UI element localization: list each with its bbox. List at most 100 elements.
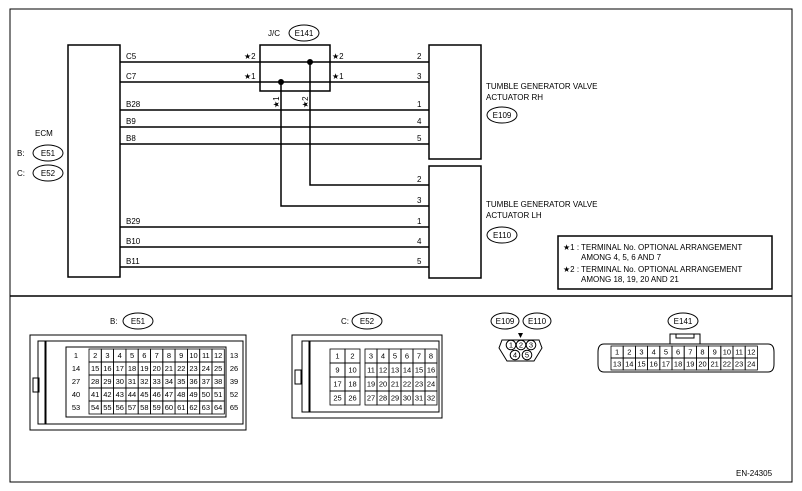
pin-e52-12: 12 bbox=[379, 366, 387, 375]
ecm-box bbox=[67, 44, 121, 278]
wire-rh-to-lh-2 bbox=[309, 62, 429, 186]
actuator-lh-conn-oval bbox=[486, 226, 518, 244]
pin-e141-11: 11 bbox=[735, 348, 743, 357]
splice-dot-2 bbox=[278, 79, 284, 85]
pin-e52-30: 30 bbox=[403, 394, 411, 403]
pin-e51-64: 64 bbox=[214, 403, 222, 412]
star-vert-1: ★1 bbox=[272, 96, 281, 108]
pin-e52-22: 22 bbox=[403, 380, 411, 389]
pin-e52-8: 8 bbox=[429, 352, 433, 361]
pin-e51-61: 61 bbox=[177, 403, 185, 412]
note-1-line1: TERMINAL No. OPTIONAL ARRANGEMENT bbox=[581, 243, 742, 252]
pin-e51-8: 8 bbox=[167, 351, 171, 360]
note-2-line1: TERMINAL No. OPTIONAL ARRANGEMENT bbox=[581, 265, 742, 274]
pin-e51-52: 52 bbox=[230, 390, 238, 399]
pin-e141-6: 6 bbox=[676, 348, 680, 357]
wires bbox=[120, 61, 429, 268]
pin-e51-19: 19 bbox=[140, 364, 148, 373]
pin-e51-7: 7 bbox=[155, 351, 159, 360]
pin-e51-45: 45 bbox=[140, 390, 148, 399]
conn-c-prefix: C: bbox=[341, 317, 349, 326]
pin-e52-2: 2 bbox=[350, 352, 354, 361]
ecm-conn-b-oval bbox=[32, 144, 64, 162]
pin-e51-57: 57 bbox=[128, 403, 136, 412]
lh-pin-5: 5 bbox=[417, 257, 422, 266]
pin-e141-8: 8 bbox=[700, 348, 704, 357]
conn-small-key bbox=[518, 333, 523, 338]
conn-c-oval bbox=[351, 312, 383, 330]
pin-e52-21: 21 bbox=[391, 380, 399, 389]
pin-e141-14: 14 bbox=[625, 360, 633, 369]
conn-small-id-1: E109 bbox=[496, 317, 515, 326]
pin-e52-10: 10 bbox=[348, 366, 356, 375]
pin-e51-13: 13 bbox=[230, 351, 238, 360]
pin-e51-48: 48 bbox=[177, 390, 185, 399]
pin-e51-4: 4 bbox=[118, 351, 122, 360]
conn-c-id: E52 bbox=[360, 317, 375, 326]
connector-e51 bbox=[29, 334, 247, 431]
pin-e141-1: 1 bbox=[615, 348, 619, 357]
star-left-c5: ★2 bbox=[244, 52, 256, 61]
pin-e51-49: 49 bbox=[189, 390, 197, 399]
conn-b-prefix: B: bbox=[110, 317, 118, 326]
conn-e141-oval bbox=[667, 312, 699, 330]
actuator-lh-line1: TUMBLE GENERATOR VALVE bbox=[486, 200, 597, 209]
wire-label-b11: B11 bbox=[126, 257, 140, 266]
rh-pin-2: 2 bbox=[417, 52, 422, 61]
connector-e52 bbox=[291, 334, 443, 419]
pin-e51-39: 39 bbox=[230, 377, 238, 386]
pin-e51-54: 54 bbox=[91, 403, 99, 412]
conn-e141-id: E141 bbox=[674, 317, 693, 326]
wire-label-b29: B29 bbox=[126, 217, 141, 226]
pin-e51-44: 44 bbox=[128, 390, 136, 399]
pin-small-4: 4 bbox=[513, 351, 517, 360]
pin-e52-28: 28 bbox=[379, 394, 387, 403]
pin-e51-55: 55 bbox=[103, 403, 111, 412]
pin-e52-26: 26 bbox=[348, 394, 356, 403]
pin-e52-17: 17 bbox=[333, 380, 341, 389]
pin-e51-26: 26 bbox=[230, 364, 238, 373]
pin-e52-29: 29 bbox=[391, 394, 399, 403]
note-2-line2: AMONG 18, 19, 20 AND 21 bbox=[581, 275, 679, 284]
pin-small-1: 1 bbox=[509, 341, 513, 350]
pin-e52-11: 11 bbox=[367, 366, 375, 375]
pin-e51-59: 59 bbox=[152, 403, 160, 412]
pin-e51-18: 18 bbox=[128, 364, 136, 373]
pin-e51-46: 46 bbox=[152, 390, 160, 399]
pin-e51-51: 51 bbox=[214, 390, 222, 399]
diagram-code: EN-24305 bbox=[736, 469, 773, 478]
ecm-conn-b-id: E51 bbox=[41, 149, 56, 158]
pin-e52-13: 13 bbox=[391, 366, 399, 375]
star-right-c7: ★1 bbox=[332, 72, 344, 81]
conn-small-id-2: E110 bbox=[528, 317, 547, 326]
pin-e51-35: 35 bbox=[177, 377, 185, 386]
pin-e52-23: 23 bbox=[415, 380, 423, 389]
pin-e51-60: 60 bbox=[165, 403, 173, 412]
ecm-label: ECM bbox=[35, 129, 53, 138]
actuator-rh-conn-id: E109 bbox=[493, 111, 512, 120]
pin-e52-5: 5 bbox=[393, 352, 397, 361]
pin-e51-9: 9 bbox=[179, 351, 183, 360]
pin-e52-19: 19 bbox=[367, 380, 375, 389]
pin-e141-4: 4 bbox=[652, 348, 656, 357]
note-2-mark: ★2 : bbox=[563, 265, 579, 274]
pin-e141-24: 24 bbox=[747, 360, 755, 369]
actuator-rh-line2: ACTUATOR RH bbox=[486, 93, 543, 102]
lh-pin-2: 2 bbox=[417, 175, 422, 184]
pin-e141-5: 5 bbox=[664, 348, 668, 357]
pin-e51-65: 65 bbox=[230, 403, 238, 412]
pin-e51-42: 42 bbox=[103, 390, 111, 399]
pin-e141-7: 7 bbox=[688, 348, 692, 357]
conn-b-id: E51 bbox=[131, 317, 146, 326]
pin-small-5-ring bbox=[521, 349, 533, 361]
actuator-lh-box bbox=[428, 165, 482, 279]
pin-e51-15: 15 bbox=[91, 364, 99, 373]
note-1-line2: AMONG 4, 5, 6 AND 7 bbox=[581, 253, 662, 262]
pin-e141-21: 21 bbox=[711, 360, 719, 369]
ecm-conn-b-prefix: B: bbox=[17, 149, 25, 158]
wire-label-b8: B8 bbox=[126, 134, 136, 143]
pin-e51-64-cell bbox=[211, 400, 225, 415]
